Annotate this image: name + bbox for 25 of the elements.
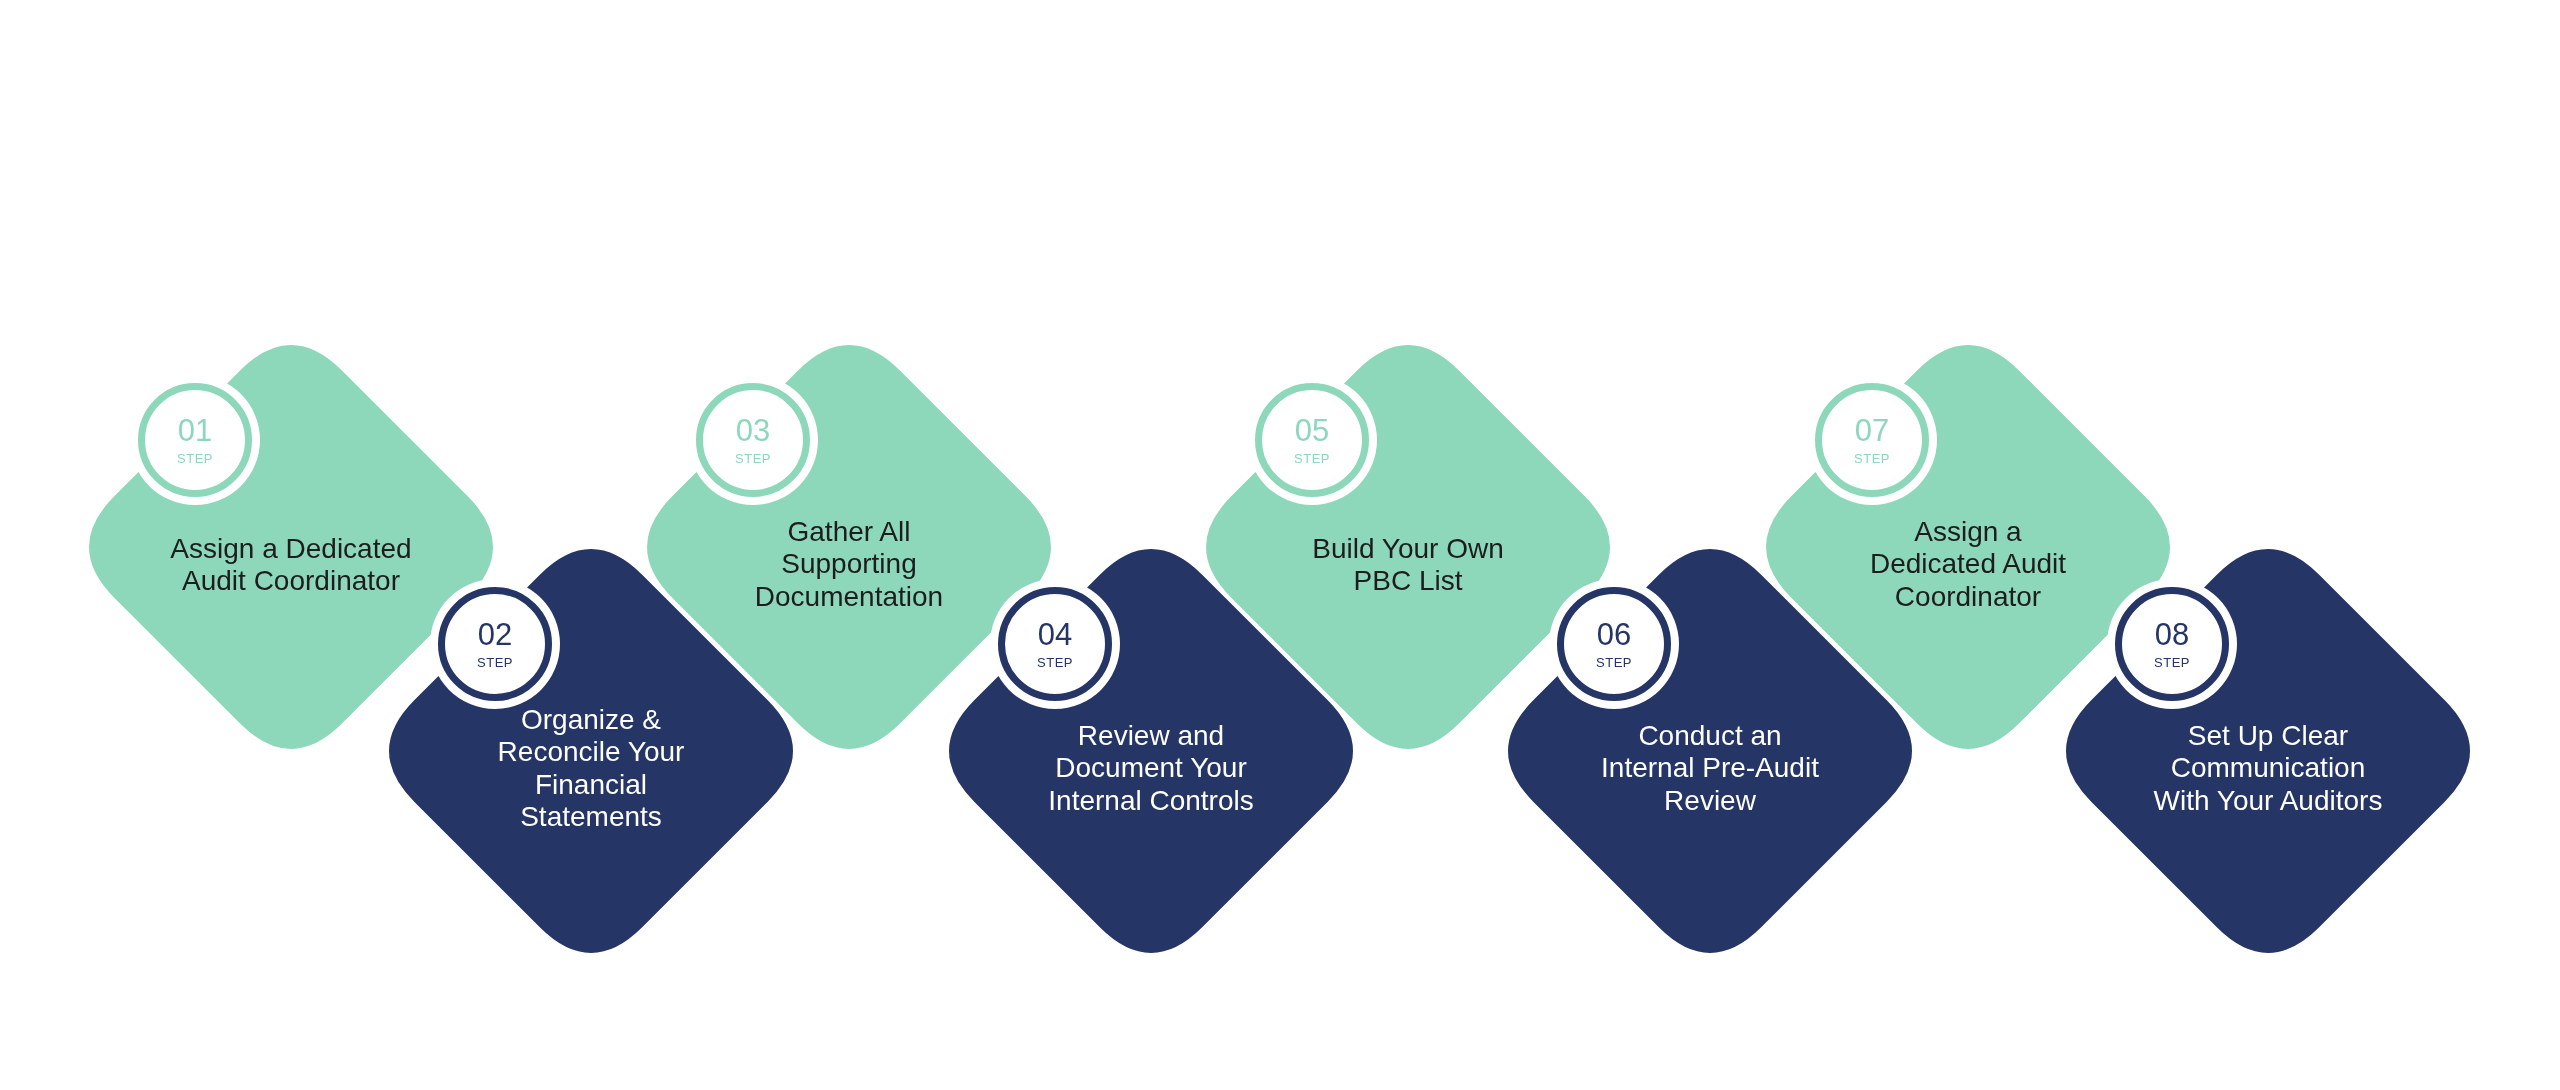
step-label: STEP xyxy=(477,656,513,669)
step-number: 03 xyxy=(735,415,771,446)
step-number: 04 xyxy=(1037,619,1073,650)
step-title: Build Your Own PBC List xyxy=(1312,532,1504,596)
step-title: Review and Document Your Internal Controls xyxy=(1048,720,1254,817)
step-number: 08 xyxy=(2154,619,2190,650)
step-number: 05 xyxy=(1294,415,1330,446)
step-title: Assign a Dedicated Audit Coordinator xyxy=(1869,516,2067,613)
step-title: Conduct an Internal Pre-Audit Review xyxy=(1601,720,1819,817)
step-number: 02 xyxy=(477,619,513,650)
step-label: STEP xyxy=(1596,656,1632,669)
step-label: STEP xyxy=(1854,452,1890,465)
step-number: 01 xyxy=(177,415,213,446)
step-number: 07 xyxy=(1854,415,1890,446)
step-title: Organize & Reconcile Your Financial Statements xyxy=(497,704,685,833)
step-label: STEP xyxy=(177,452,213,465)
step-title: Gather All Supporting Documentation xyxy=(754,516,944,613)
step-label: STEP xyxy=(1294,452,1330,465)
step-number: 06 xyxy=(1596,619,1632,650)
step-label: STEP xyxy=(2154,656,2190,669)
step-label: STEP xyxy=(1037,656,1073,669)
step-diamond xyxy=(2066,549,2470,953)
step-title: Assign a Dedicated Audit Coordinator xyxy=(170,532,412,596)
step-title: Set Up Clear Communication With Your Auditors xyxy=(2153,720,2383,817)
step-label: STEP xyxy=(735,452,771,465)
